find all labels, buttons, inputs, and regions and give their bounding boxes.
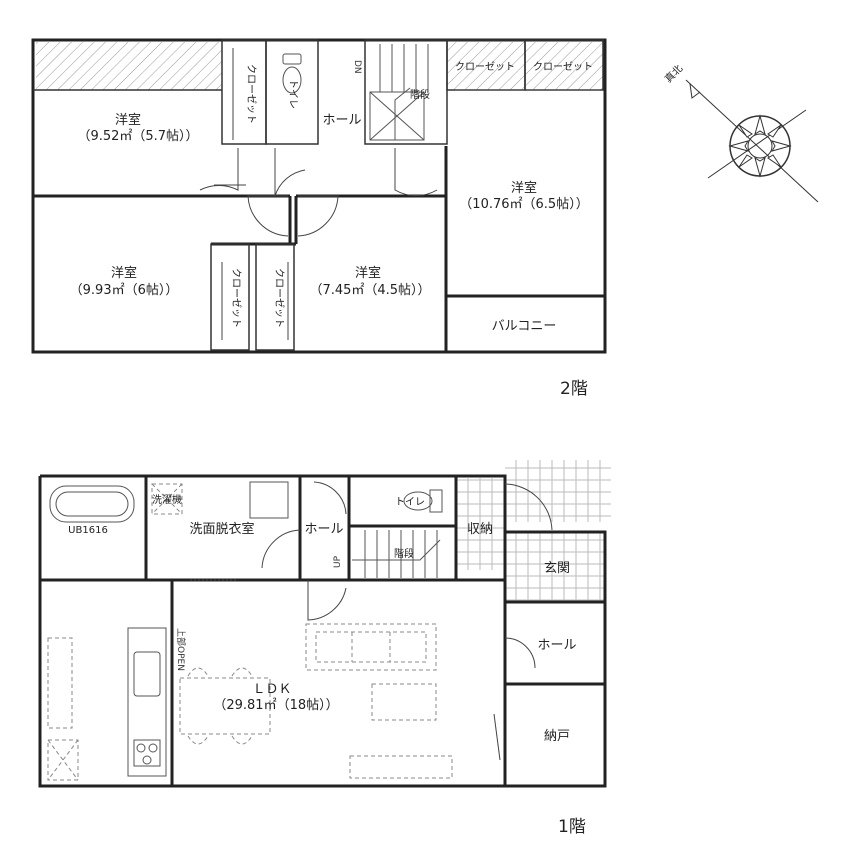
floor1-shelf-icon: [47, 637, 73, 729]
floor1-shuno-label: 収納: [467, 522, 493, 537]
floor1-sofa: [305, 623, 437, 671]
floor1-shuno-tiles: [456, 478, 504, 570]
floor2-room-s-area: （7.45㎡（4.5帖））: [309, 283, 430, 298]
floor1-toilet-label: トイレ: [395, 497, 425, 508]
floor1-low-table: [371, 683, 437, 721]
floor2-dn-label: DN: [352, 60, 362, 74]
floor1-stairs: [352, 530, 441, 578]
floor1-ldk-name: ＬＤＫ: [252, 682, 291, 697]
floor1-toilet-fixture: [403, 489, 443, 513]
floor1-plan: ＬＤＫ （29.81㎡（18帖）） 洗面脱衣室 UB1616 洗濯機 ホール ホ…: [38, 460, 611, 837]
floor1-fridge-icon: [47, 739, 79, 781]
floor1-nando-label: 納戸: [544, 729, 570, 744]
floor2-balcony-label: バルコニー: [492, 319, 557, 334]
floor2-stair-box: [364, 39, 448, 145]
floor2-closet-rods: [221, 48, 600, 340]
floor2-stairs: [369, 44, 429, 141]
floor1-hall2-label: ホール: [537, 638, 576, 653]
floor1-stairs-label: 階段: [394, 547, 414, 560]
floor1-bathtub: [49, 485, 135, 523]
floor1-tv-board: [349, 755, 453, 779]
floor2-toilet-label: トイレ: [287, 79, 298, 109]
floor1-senmen-label: 洗面脱衣室: [189, 521, 254, 537]
floor2-closet-sw-label: クローゼット: [230, 268, 242, 328]
floor2-plan: 洋室 （9.52㎡（5.7帖）） 洋室 （10.76㎡（6.5帖）） 洋室 （9…: [31, 38, 607, 399]
floor1-ub-label: UB1616: [68, 525, 108, 536]
floor2-room-e-name: 洋室: [511, 180, 537, 196]
floor1-vanity-icon: [249, 481, 289, 519]
floor2-toilet-room: [265, 39, 319, 145]
floor1-porch-tiles: [505, 460, 611, 522]
floor2-closet-top2-label: クローゼット: [533, 61, 593, 73]
floor2-stairs-label: 階段: [410, 88, 430, 101]
floor2-room-nw-area: （9.52㎡（5.7帖））: [77, 129, 198, 144]
floor2-closet-nw: [221, 39, 267, 145]
floor2-room-nw-name: 洋室: [115, 112, 141, 128]
floor2-closet-sw: [210, 243, 250, 351]
floor2-room-e-area: （10.76㎡（6.5帖））: [459, 197, 588, 212]
compass-icon: 真北: [662, 62, 819, 203]
floor1-dining-table: [179, 667, 271, 745]
floor1-up-label: UP: [333, 555, 343, 568]
floor1-genkan-tiles: [505, 532, 605, 602]
floor1-kitchen-counter: [127, 627, 167, 777]
floor2-room-sw-name: 洋室: [111, 265, 137, 281]
floor2-closet-s: [255, 243, 295, 351]
floor2-hatched-area-west: [36, 42, 222, 90]
floor1-ldk-area: （29.81㎡（18帖））: [213, 698, 338, 713]
floor1-genkan-label: 玄関: [544, 561, 570, 576]
floor1-hall1-label: ホール: [304, 522, 343, 537]
floor2-closet-nw-label: クローゼット: [245, 64, 257, 124]
floor1-washer-label: 洗濯機: [152, 493, 182, 506]
floor2-room-sw-area: （9.93㎡（6帖））: [70, 283, 179, 298]
floor1-label: 1階: [558, 817, 586, 837]
floor2-room-s-name: 洋室: [355, 265, 381, 281]
floor2-label: 2階: [560, 379, 588, 399]
floor2-closet-s-label: クローゼット: [273, 268, 285, 328]
floor2-toilet-fixture: [282, 53, 302, 94]
floor1-washer-icon: [151, 483, 183, 515]
floor1-outer-wall: [38, 474, 607, 788]
compass-label: 真北: [662, 62, 685, 85]
floor1-open-label: 上部OPEN: [175, 628, 187, 671]
floor2-hall-label: ホール: [322, 113, 361, 128]
floor2-closet-top1-label: クローゼット: [455, 61, 515, 73]
